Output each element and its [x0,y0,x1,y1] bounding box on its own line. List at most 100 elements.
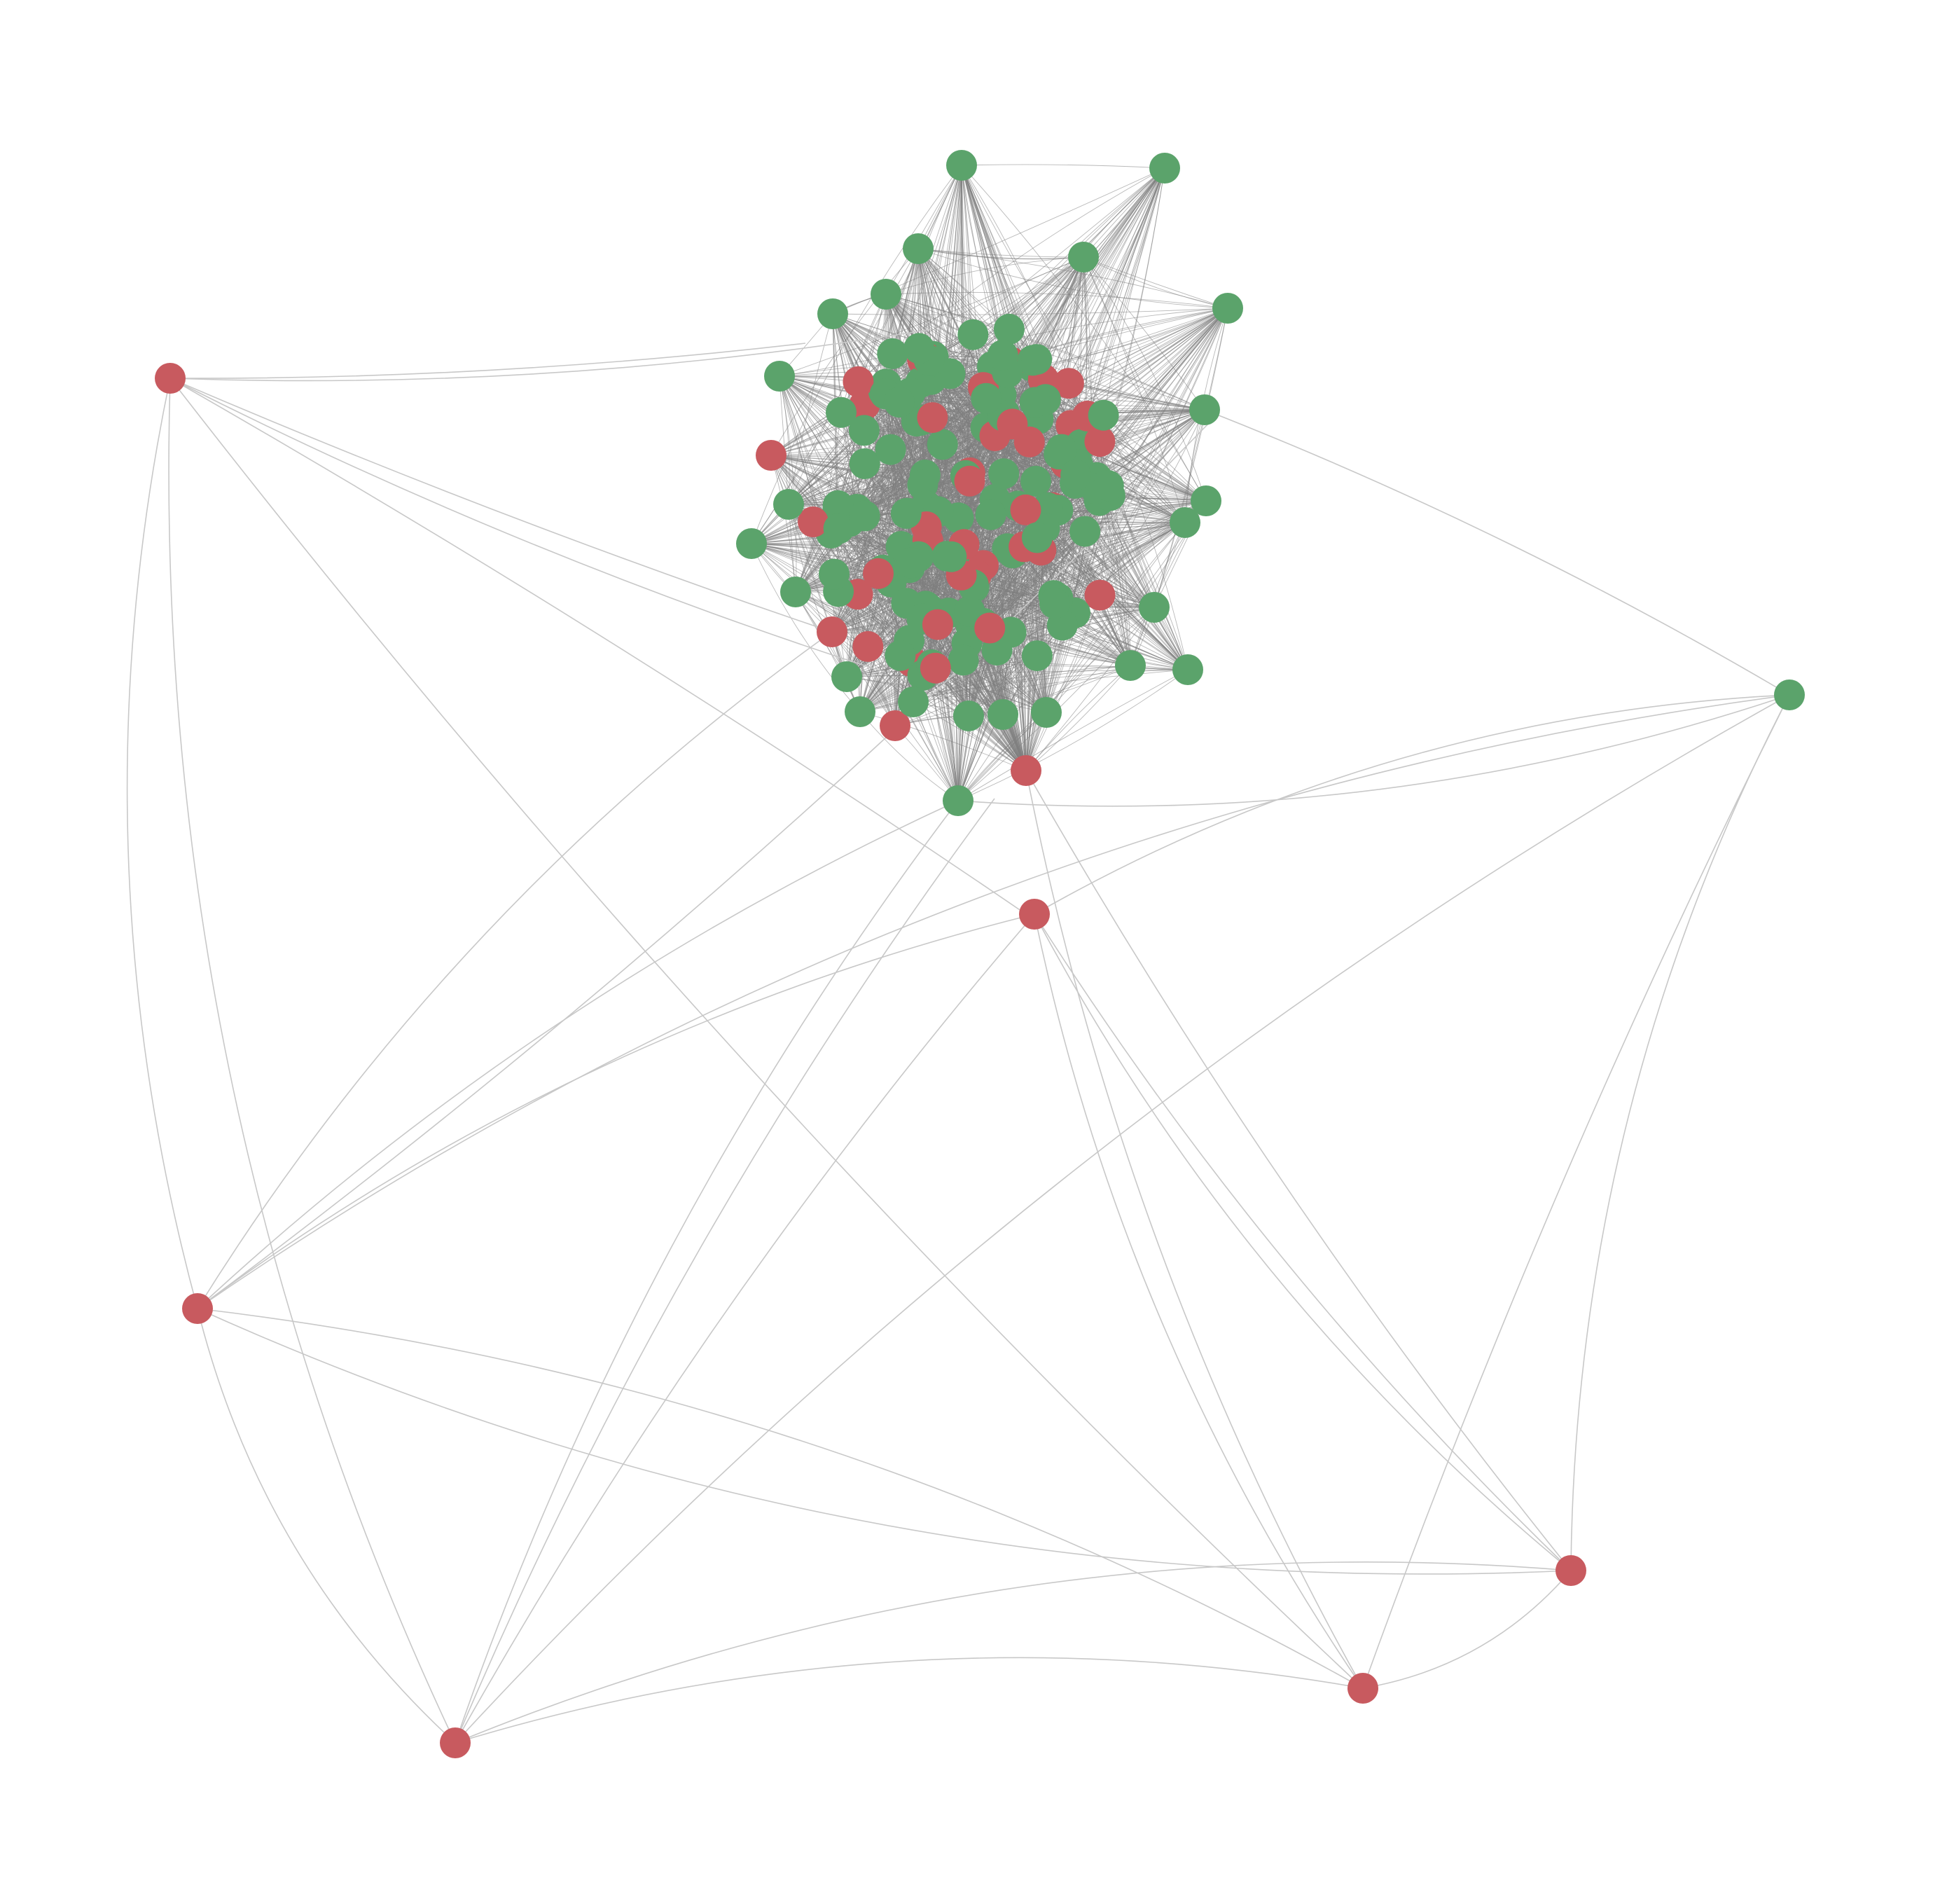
green-node [948,644,979,676]
red-node [1053,368,1084,399]
cluster-edge [969,481,1038,656]
red-node [817,616,847,647]
cluster-edge [1037,359,1205,411]
sparse-edge [455,1561,1572,1744]
cluster-edge [846,676,1004,715]
cluster-edge [957,669,1189,801]
sparse-edge [455,1657,1364,1744]
green-node [1020,465,1051,497]
sparse-edge [197,1308,1364,1689]
green-node [1170,507,1200,538]
green-node [780,577,811,607]
outer-red-2-node [182,1293,213,1324]
green-node [988,458,1020,490]
green-node [1139,592,1170,623]
sparse-edge [1204,409,1790,696]
cluster-edge [1083,256,1207,502]
sparse-edge [1034,913,1572,1571]
green-node [957,319,989,350]
green-node [1212,293,1243,324]
cluster-edge [864,463,1100,595]
cluster-edge [1046,522,1186,713]
cluster-edge [917,248,1084,258]
green-node [987,340,1018,371]
cluster-edge [859,711,959,801]
sparse-edge [455,798,995,1744]
sparse-edge [1362,694,1790,1689]
cluster-edge [836,515,1027,771]
cluster-edge [989,522,1186,628]
sparse-edge [197,631,833,1309]
red-node [880,710,910,741]
sparse-edge [126,378,198,1309]
sparse-edge [197,694,1790,1309]
cluster-edge [770,455,796,593]
cluster-edge [1153,308,1228,608]
cluster-edge [1001,394,1027,771]
green-node [849,448,880,479]
cluster-edge [1002,665,1131,715]
cluster-edge [1025,595,1100,771]
green-node [849,500,880,532]
green-node [898,687,929,717]
cluster-edge [795,591,1027,771]
cluster-edge [832,313,901,656]
cluster-edge [1025,625,1063,771]
cluster-edge [957,669,1189,801]
green-node [845,696,875,727]
red-node [843,366,874,397]
green-node [823,513,854,544]
green-node [1039,588,1070,619]
cluster-edge [1103,308,1228,416]
green-node [877,338,908,369]
outer-red-7-node [1011,755,1041,786]
cluster-edge [961,164,1165,169]
sparse-edge [197,800,959,1309]
green-node [885,640,916,671]
green-node [1093,470,1124,502]
red-node [756,440,787,471]
green-node [736,528,767,559]
sparse-edge [1034,913,1572,1571]
cluster-edge [961,165,975,588]
outer-red-4-node [1019,899,1050,930]
cluster-edge [1153,308,1228,608]
cluster-edge [788,504,847,677]
green-node [988,699,1018,730]
red-node [997,408,1028,440]
green-node [1172,654,1203,685]
sparse-edge [1034,694,1790,915]
green-node [831,661,862,692]
green-node [1189,394,1220,425]
sparse-edge [197,1308,456,1744]
cluster-edge [770,455,847,677]
green-node [822,490,854,521]
sparse-edge [169,343,806,379]
cluster-edge [885,256,1084,295]
sparse-edge [1570,694,1790,1571]
sparse-edge [1362,1570,1572,1689]
cluster-edge [1002,409,1205,715]
green-node [1021,522,1053,553]
green-node [1069,516,1101,547]
red-node [974,612,1006,644]
sparse-edge [455,800,959,1744]
cluster-edge [795,294,887,593]
cluster-edge [779,256,1084,377]
green-node [903,233,934,264]
cluster-edge [917,248,1084,260]
cluster-edge [831,532,896,726]
green-node [1115,650,1146,681]
cluster-edge [838,528,1027,771]
sparse-edge [168,378,456,1744]
green-node [927,429,958,460]
green-node [871,279,901,310]
green-node [1046,434,1077,465]
cluster-edge [1025,665,1131,771]
green-node [1021,344,1053,375]
red-node [798,506,829,537]
cluster-edge [909,567,1100,596]
sparse-edges [126,329,1790,1744]
cluster-edge [859,711,1027,771]
red-node [852,630,884,662]
